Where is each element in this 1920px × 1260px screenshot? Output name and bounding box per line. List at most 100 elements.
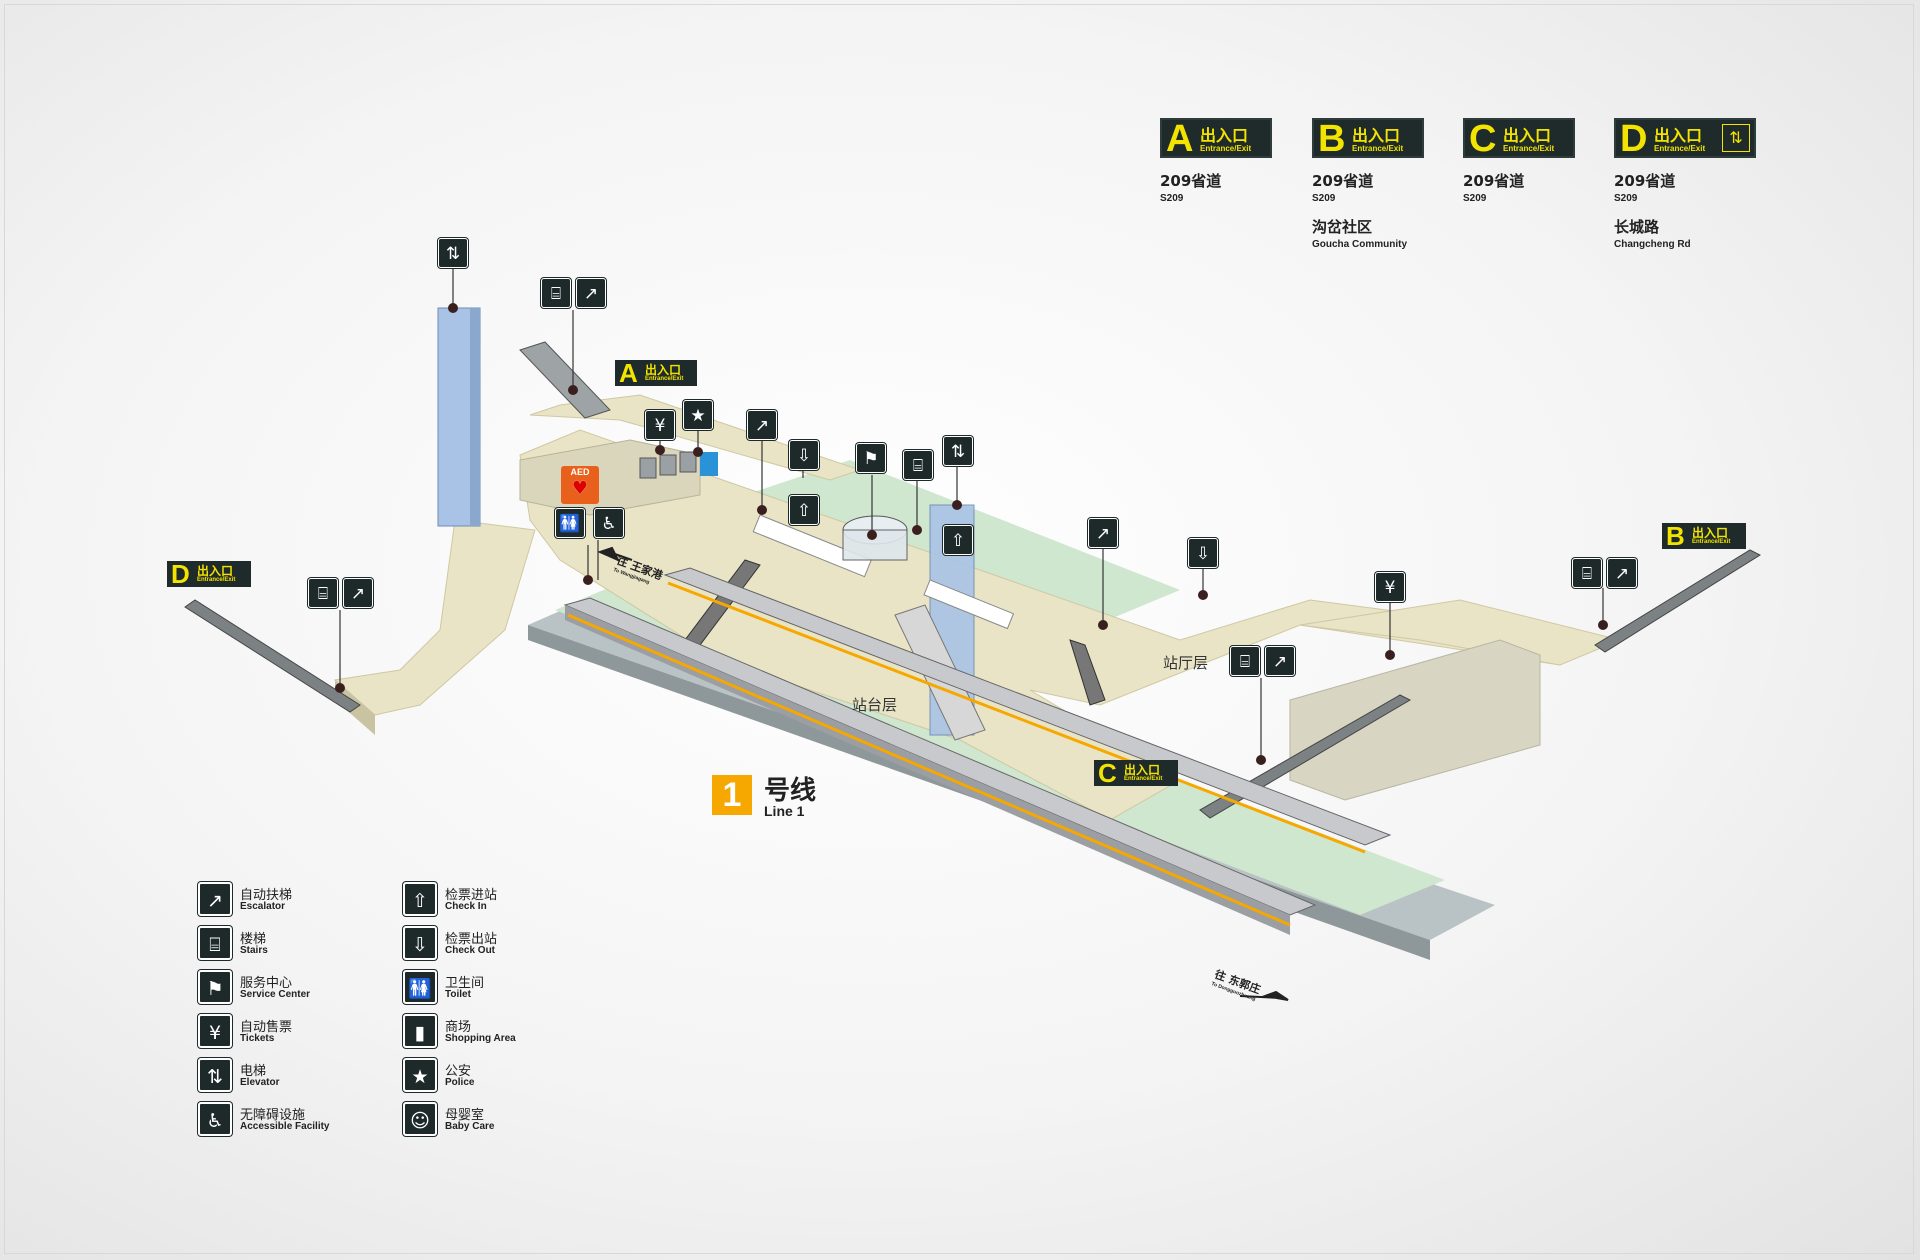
stairs-icon: ⌸	[1230, 646, 1260, 676]
exit-b-letter: B	[1318, 118, 1346, 160]
legend-service-center: ⚑ 服务中心 Service Center	[198, 970, 408, 1010]
accessible-icon: ♿	[594, 508, 624, 538]
flag-c-cn: 出入口	[1124, 763, 1161, 777]
escalator-b	[1594, 549, 1762, 653]
legend-label-cn: 无障碍设施	[240, 1108, 306, 1123]
escalator-icon: ↗	[343, 578, 373, 608]
stairs-icon: ⌸	[1572, 558, 1602, 588]
arrow-east	[1239, 990, 1289, 1001]
flag-d-letter: D	[171, 559, 190, 589]
line-number-badge: 1	[712, 775, 752, 815]
legend-label-en: Police	[445, 1077, 475, 1088]
exit-d-road2-cn: 长城路	[1614, 218, 1660, 236]
baby-care-icon: ☺	[403, 1102, 437, 1136]
legend-label-en: Check Out	[445, 945, 496, 956]
heart-icon: ♥	[571, 478, 589, 499]
flag-a-en: Entrance/Exit	[645, 376, 684, 382]
legend-label-en: Shopping Area	[445, 1033, 516, 1044]
legend-check-out: ⇩ 检票出站 Check Out	[403, 926, 613, 966]
legend-label-en: Baby Care	[445, 1121, 495, 1132]
tickets-icon: ¥	[198, 1014, 232, 1048]
exit-a-info: A 出入口 Entrance/Exit 209省道 S209	[1160, 118, 1330, 204]
exit-a-en: Entrance/Exit	[1200, 144, 1252, 153]
legend-label-en: Toilet	[445, 989, 471, 1000]
toilet-icon: 🚻	[403, 970, 437, 1004]
exit-c-en: Entrance/Exit	[1503, 144, 1555, 153]
legend-baby-care: ☺ 母婴室 Baby Care	[403, 1102, 613, 1142]
exit-b-road-cn: 209省道	[1312, 172, 1374, 190]
legend-label-cn: 电梯	[240, 1064, 267, 1079]
corridor-d	[333, 519, 536, 716]
legend-label-cn: 卫生间	[445, 976, 485, 991]
legend-elevator: ⇅ 电梯 Elevator	[198, 1058, 408, 1098]
flag-exit-c: C 出入口 Entrance/Exit	[1094, 758, 1178, 788]
check-in-icon: ⇧	[943, 525, 973, 555]
exit-d-road2-en: Changcheng Rd	[1614, 239, 1691, 250]
legend-stairs: ⌸ 楼梯 Stairs	[198, 926, 408, 966]
legend-tickets: ¥ 自动售票 Tickets	[198, 1014, 408, 1054]
elevator-icon: ⇅	[1722, 124, 1750, 152]
exit-c-road-cn: 209省道	[1463, 172, 1525, 190]
stairs-icon: ⌸	[308, 578, 338, 608]
legend-label-cn: 楼梯	[240, 932, 267, 947]
exit-d-letter: D	[1620, 118, 1648, 160]
flag-d-en: Entrance/Exit	[197, 577, 236, 583]
elevator-shaft-left-side	[470, 308, 480, 526]
concourse-floor-label: 站厅层	[1163, 654, 1209, 672]
flag-exit-b: B 出入口 Entrance/Exit	[1662, 521, 1746, 551]
exit-a-cn: 出入口	[1200, 126, 1249, 145]
flag-b-cn: 出入口	[1692, 526, 1729, 540]
exit-d-cn: 出入口	[1654, 126, 1703, 145]
legend-label-en: Escalator	[240, 901, 286, 912]
flag-c-letter: C	[1098, 758, 1117, 788]
exit-a-road-en: S209	[1160, 193, 1184, 204]
exit-c-cn: 出入口	[1503, 126, 1552, 145]
flag-a-cn: 出入口	[645, 363, 682, 377]
escalator-to-platform-2	[1069, 639, 1106, 706]
service-center-icon: ⚑	[856, 443, 886, 473]
exit-a-letter: A	[1166, 118, 1194, 160]
legend-label-en: Service Center	[240, 989, 311, 1000]
elevator-icon: ⇅	[438, 238, 468, 268]
exit-d-road-cn: 209省道	[1614, 172, 1676, 190]
check-in-icon: ⇧	[403, 882, 437, 916]
exit-b-road2-cn: 沟岔社区	[1312, 218, 1373, 236]
escalator-icon: ↗	[1088, 518, 1118, 548]
tickets-icon: ¥	[1375, 572, 1405, 602]
exit-b-sign: B 出入口 Entrance/Exit	[1312, 118, 1424, 160]
elevator-icon: ⇅	[198, 1058, 232, 1092]
elevator-icon: ⇅	[943, 436, 973, 466]
escalator-a	[519, 341, 611, 419]
legend-label-cn: 母婴室	[445, 1108, 485, 1123]
legend-check-in: ⇧ 检票进站 Check In	[403, 882, 613, 922]
legend-label-cn: 检票进站	[445, 888, 498, 903]
escalator-icon: ↗	[1265, 646, 1295, 676]
legend-police: ★ 公安 Police	[403, 1058, 613, 1098]
train-far	[663, 567, 1392, 854]
legend-label-cn: 自动售票	[240, 1020, 293, 1035]
exit-b-cn: 出入口	[1352, 126, 1401, 145]
police-icon: ★	[403, 1058, 437, 1092]
check-in-icon: ⇧	[789, 495, 819, 525]
legend-label-cn: 自动扶梯	[240, 888, 293, 903]
legend-label-cn: 服务中心	[240, 976, 293, 991]
service-center-icon: ⚑	[198, 970, 232, 1004]
check-out-icon: ⇩	[1188, 538, 1218, 568]
exit-d-en: Entrance/Exit	[1654, 144, 1706, 153]
pin-dots	[335, 303, 1608, 765]
flag-d-cn: 出入口	[197, 564, 234, 578]
legend-label-en: Accessible Facility	[240, 1121, 330, 1132]
police-icon: ★	[683, 400, 713, 430]
escalator-icon: ↗	[1607, 558, 1637, 588]
aed-sign: AED ♥	[561, 466, 599, 504]
legend-label-en: Tickets	[240, 1033, 275, 1044]
gate-line	[752, 514, 1015, 630]
exit-c-info: C 出入口 Entrance/Exit 209省道 S209	[1463, 118, 1633, 204]
legend-accessible: ♿ 无障碍设施 Accessible Facility	[198, 1102, 408, 1142]
flag-b-letter: B	[1666, 521, 1685, 551]
toilet-icon: 🚻	[555, 508, 585, 538]
stairs-icon: ⌸	[903, 450, 933, 480]
legend-label-cn: 检票出站	[445, 932, 498, 947]
ticket-machines	[639, 451, 697, 479]
